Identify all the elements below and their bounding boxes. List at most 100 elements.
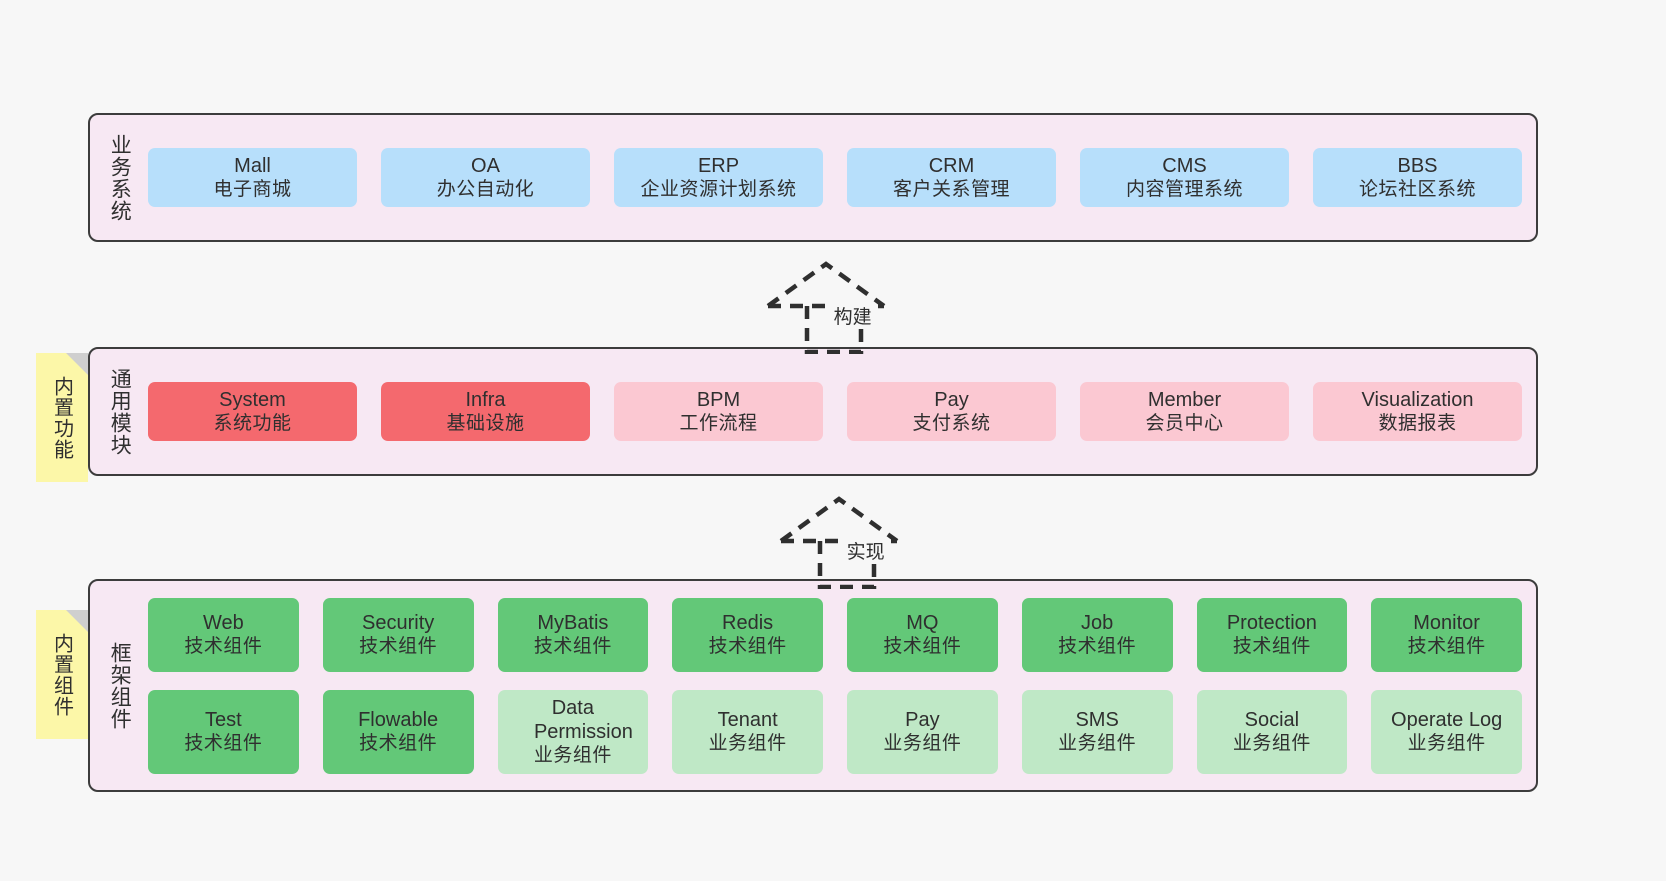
box-oa[interactable]: OA 办公自动化 <box>381 147 590 208</box>
layer-title-common-module: 通用模块 <box>108 367 132 456</box>
box-cn-label: 电子商城 <box>213 179 292 201</box>
box-protection[interactable]: Protection 技术组件 <box>1196 597 1348 672</box>
box-row: System 系统功能 Infra 基础设施 BPM 工作流程 Pay 支付系统… <box>148 381 1522 442</box>
box-erp[interactable]: ERP 企业资源计划系统 <box>614 147 823 208</box>
box-cn-label: 业务组件 <box>1407 733 1486 755</box>
box-en-label: Redis <box>722 611 774 634</box>
note-fold-corner-icon <box>66 353 88 375</box>
arrow-stem <box>804 306 864 354</box>
box-en-label: Visualization <box>1361 388 1474 411</box>
box-cn-label: 业务组件 <box>1058 733 1137 755</box>
box-cn-label: 技术组件 <box>184 733 263 755</box>
box-bpm[interactable]: BPM 工作流程 <box>614 381 823 442</box>
box-en-label: Infra <box>465 388 506 411</box>
box-infra[interactable]: Infra 基础设施 <box>381 381 590 442</box>
box-en-label: CRM <box>928 154 975 177</box>
box-en-label: Test <box>205 708 242 731</box>
box-pay-component[interactable]: Pay 业务组件 <box>847 689 998 774</box>
note-label: 内置组件 <box>50 632 73 717</box>
box-cn-label: 论坛社区系统 <box>1358 179 1476 201</box>
box-cn-label: 业务组件 <box>708 733 787 755</box>
box-en-label: Pay <box>934 388 969 411</box>
box-visualization[interactable]: Visualization 数据报表 <box>1313 381 1522 442</box>
layer-body-framework-component: Web 技术组件 Security 技术组件 MyBatis 技术组件 Redi… <box>142 581 1536 790</box>
box-en-label: Security <box>362 611 435 634</box>
arrowhead-shape <box>766 261 886 308</box>
box-cn-label: 支付系统 <box>912 413 991 435</box>
arrow-implement: 实现 <box>773 493 923 589</box>
box-en-label: Tenant <box>717 708 778 731</box>
box-en-label: Member <box>1147 388 1222 411</box>
box-cn-label: 技术组件 <box>533 636 612 658</box>
box-cn-label: 内容管理系统 <box>1125 179 1243 201</box>
box-test[interactable]: Test 技术组件 <box>148 689 299 774</box>
box-job[interactable]: Job 技术组件 <box>1021 597 1173 672</box>
note-fold-corner-icon <box>66 610 88 632</box>
box-cn-label: 办公自动化 <box>436 179 535 201</box>
box-pay[interactable]: Pay 支付系统 <box>847 381 1056 442</box>
box-mq[interactable]: MQ 技术组件 <box>847 597 998 672</box>
box-cn-label: 工作流程 <box>679 413 758 435</box>
box-en-label: Flowable <box>358 708 439 731</box>
box-en-label: Social <box>1244 708 1300 731</box>
box-sms[interactable]: SMS 业务组件 <box>1021 689 1173 774</box>
arrow-stem <box>817 541 877 589</box>
box-mybatis[interactable]: MyBatis 技术组件 <box>497 597 649 672</box>
box-cn-label: 业务组件 <box>533 745 612 767</box>
box-web[interactable]: Web 技术组件 <box>148 597 299 672</box>
box-security[interactable]: Security 技术组件 <box>322 597 474 672</box>
box-en-label: System <box>219 388 286 411</box>
box-en-label: SMS <box>1075 708 1119 731</box>
box-redis[interactable]: Redis 技术组件 <box>672 597 823 672</box>
box-en-label: MQ <box>906 611 939 634</box>
layer-business-system: 业务系统 Mall 电子商城 OA 办公自动化 ERP 企业资源计划系统 CRM… <box>88 113 1538 242</box>
box-flowable[interactable]: Flowable 技术组件 <box>322 689 474 774</box>
layer-body-business-system: Mall 电子商城 OA 办公自动化 ERP 企业资源计划系统 CRM 客户关系… <box>142 115 1536 240</box>
arrowhead-shape <box>779 496 899 543</box>
box-cn-label: 数据报表 <box>1378 413 1457 435</box>
box-en-label: Mall <box>234 154 271 177</box>
box-cn-label: 技术组件 <box>359 733 438 755</box>
box-en-label: BBS <box>1397 154 1438 177</box>
arrow-label-build: 构建 <box>831 302 874 329</box>
box-mall[interactable]: Mall 电子商城 <box>148 147 357 208</box>
box-en-label: Web <box>202 611 244 634</box>
box-row: Test 技术组件 Flowable 技术组件 Data Permission … <box>148 689 1522 774</box>
box-cn-label: 业务组件 <box>883 733 962 755</box>
box-cn-label: 客户关系管理 <box>892 179 1010 201</box>
box-cn-label: 技术组件 <box>359 636 438 658</box>
box-cn-label: 企业资源计划系统 <box>640 179 797 201</box>
note-builtin-component: 内置组件 <box>36 610 88 739</box>
box-cn-label: 技术组件 <box>1407 636 1486 658</box>
arrow-build: 构建 <box>760 258 910 354</box>
box-system[interactable]: System 系统功能 <box>148 381 357 442</box>
arrow-label-implement: 实现 <box>844 537 887 564</box>
box-crm[interactable]: CRM 客户关系管理 <box>847 147 1056 208</box>
box-cn-label: 系统功能 <box>213 413 292 435</box>
box-cn-label: 业务组件 <box>1232 733 1311 755</box>
box-cn-label: 基础设施 <box>446 413 525 435</box>
layer-title-business-system: 业务系统 <box>108 133 132 222</box>
box-en-label: Pay <box>905 708 940 731</box>
box-social[interactable]: Social 业务组件 <box>1196 689 1348 774</box>
box-monitor[interactable]: Monitor 技术组件 <box>1371 597 1522 672</box>
box-en-label: Operate Log <box>1391 708 1503 731</box>
box-operate-log[interactable]: Operate Log 业务组件 <box>1371 689 1522 774</box>
box-cn-label: 技术组件 <box>883 636 962 658</box>
layer-framework-component: 框架组件 Web 技术组件 Security 技术组件 MyBatis 技术组件… <box>88 579 1538 792</box>
box-en-label: CMS <box>1162 154 1207 177</box>
box-data-permission[interactable]: Data Permission 业务组件 <box>497 689 649 774</box>
box-member[interactable]: Member 会员中心 <box>1080 381 1289 442</box>
box-tenant[interactable]: Tenant 业务组件 <box>672 689 823 774</box>
box-en-label: OA <box>471 154 500 177</box>
box-cms[interactable]: CMS 内容管理系统 <box>1080 147 1289 208</box>
box-en-label: Protection <box>1226 611 1317 634</box>
box-en-label: Data Permission <box>533 696 633 743</box>
box-cn-label: 会员中心 <box>1145 413 1224 435</box>
layer-body-common-module: System 系统功能 Infra 基础设施 BPM 工作流程 Pay 支付系统… <box>142 349 1536 474</box>
box-cn-label: 技术组件 <box>1058 636 1137 658</box>
box-row: Mall 电子商城 OA 办公自动化 ERP 企业资源计划系统 CRM 客户关系… <box>148 147 1522 208</box>
box-bbs[interactable]: BBS 论坛社区系统 <box>1313 147 1522 208</box>
box-cn-label: 技术组件 <box>708 636 787 658</box>
